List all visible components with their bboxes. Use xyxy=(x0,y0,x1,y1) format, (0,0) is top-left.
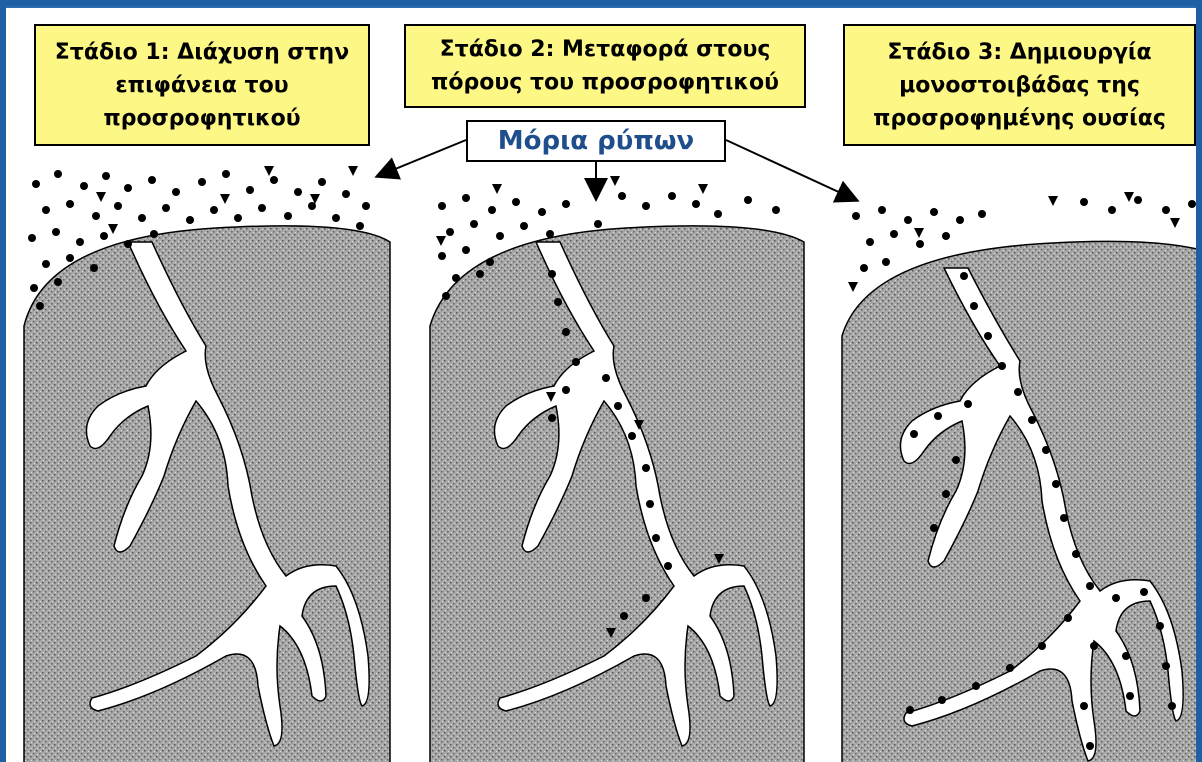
adsorbent-grain-3 xyxy=(842,241,1202,762)
adsorbent-grain-2 xyxy=(430,226,804,762)
pollutant-label-text: Μόρια ρύπων xyxy=(498,126,694,156)
arrow-to-stage-1 xyxy=(378,140,466,176)
arrow-to-stage-3 xyxy=(726,140,856,200)
stage-2-label: Στάδιο 2: Μεταφορά στους πόρους του προσ… xyxy=(404,24,806,108)
stage-3-label: Στάδιο 3: Δημιουργία μονοστοιβάδας της π… xyxy=(843,24,1196,146)
stage-3-line-2: μονοστοιβάδας της xyxy=(899,69,1140,102)
pollutant-molecules-label: Μόρια ρύπων xyxy=(466,120,726,162)
stage-3-line-3: προσροφημένης ουσίας xyxy=(873,102,1166,135)
stage-2-line-1: Στάδιο 2: Μεταφορά στους xyxy=(440,33,771,66)
stage-1-line-2: επιφάνεια του xyxy=(115,69,288,102)
stage-2-line-2: πόρους του προσροφητικού xyxy=(431,66,779,99)
stage-1-line-1: Στάδιο 1: Διάχυση στην xyxy=(55,36,349,69)
stage-1-line-3: προσροφητικού xyxy=(103,102,300,135)
stage-1-label: Στάδιο 1: Διάχυση στην επιφάνεια του προ… xyxy=(34,24,370,146)
adsorbent-grain-1 xyxy=(24,226,390,762)
stage-3-line-1: Στάδιο 3: Δημιουργία xyxy=(887,36,1151,69)
